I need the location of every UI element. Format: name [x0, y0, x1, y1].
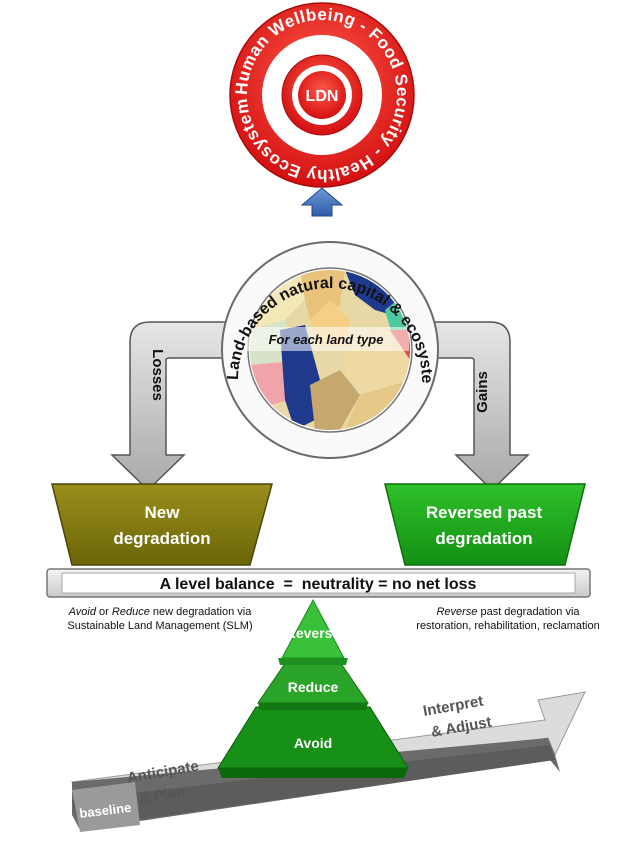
up-arrow-icon	[300, 187, 344, 217]
land-type-label: For each land type	[269, 332, 384, 347]
gains-arrow: Gains	[399, 321, 530, 492]
losses-label: Losses	[149, 349, 166, 401]
caption-reverse: Reverse	[436, 606, 478, 618]
pyramid: Avoid Reduce Reverse	[217, 598, 409, 778]
left-caption: Avoid or Reduce new degradation via Sust…	[40, 605, 280, 633]
losses-arrow: Losses	[110, 321, 251, 492]
caption-avoid: Avoid	[68, 606, 96, 618]
right-caption-line-2: restoration, rehabilitation, reclamation	[416, 620, 600, 632]
reversed-degradation-label-1: Reversed past	[426, 503, 543, 522]
new-degradation-label-1: New	[145, 503, 181, 522]
new-degradation-pan: New degradation	[51, 483, 273, 566]
caption-right-rest: past degradation via	[477, 606, 580, 618]
right-caption-line-1: Reverse past degradation via	[388, 605, 628, 619]
balance-bar: A level balance = neutrality = no net lo…	[46, 568, 591, 598]
baseline-label: baseline	[79, 800, 132, 821]
caption-reduce: Reduce	[111, 606, 150, 618]
right-caption: Reverse past degradation via restoration…	[388, 605, 628, 633]
left-caption-line-2: Sustainable Land Management (SLM)	[67, 620, 253, 632]
caption-or: or	[95, 606, 112, 618]
ldn-core	[298, 71, 346, 119]
ldn-center-label: LDN	[306, 88, 339, 105]
new-degradation-label-2: degradation	[113, 529, 210, 548]
left-caption-line-1: Avoid or Reduce new degradation via	[40, 605, 280, 619]
caption-left-rest: new degradation via	[149, 606, 252, 618]
balance-bar-label: A level balance = neutrality = no net lo…	[160, 576, 477, 593]
reversed-degradation-pan: Reversed past degradation	[384, 483, 586, 566]
land-type-banner	[243, 327, 409, 351]
gains-label: Gains	[474, 371, 491, 413]
ldn-target: LDN Human Wellbeing - Food Security - He…	[0, 0, 415, 188]
reversed-degradation-label-2: degradation	[435, 529, 532, 548]
pyramid-reduce-label: Reduce	[288, 679, 339, 695]
pyramid-avoid-label: Avoid	[294, 735, 332, 751]
pyramid-reverse-label: Reverse	[286, 625, 341, 641]
